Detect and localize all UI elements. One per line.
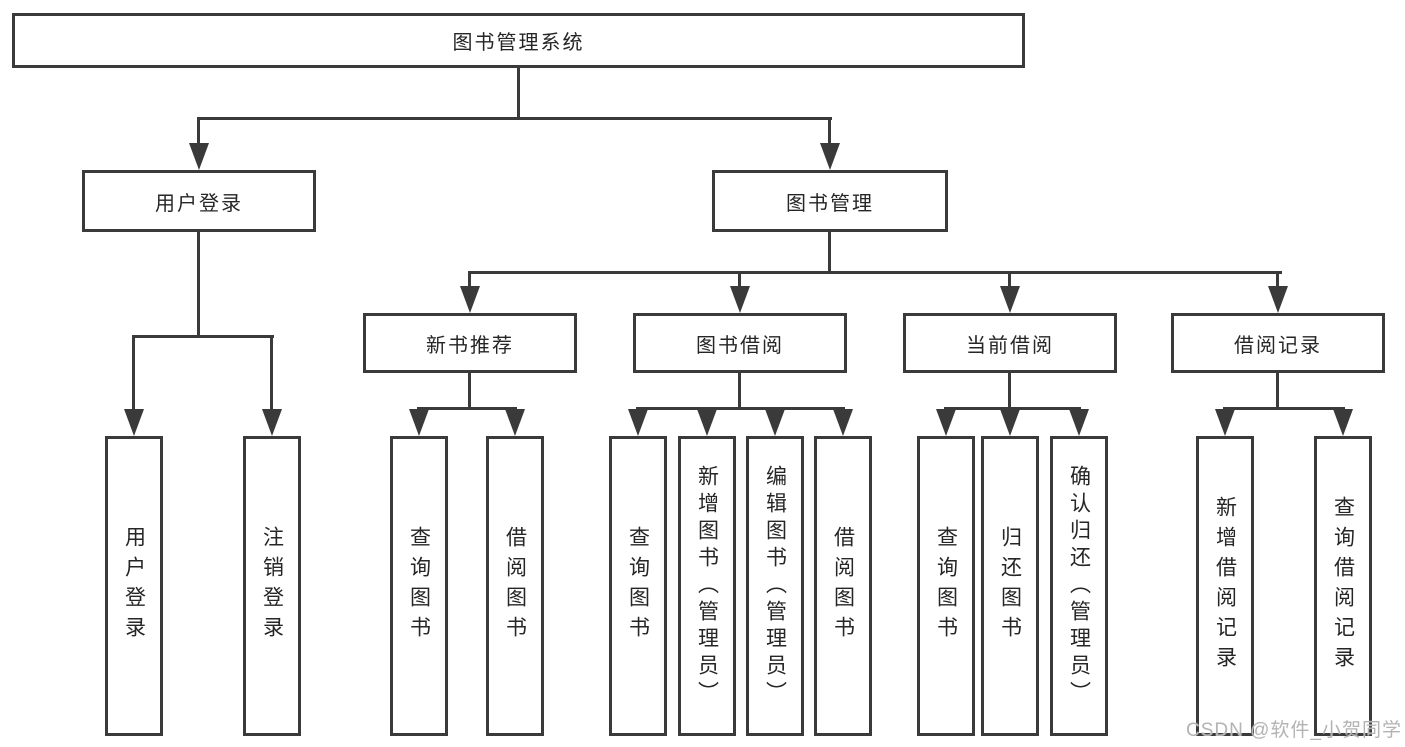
node-current-borrow: 当前借阅 xyxy=(903,313,1117,373)
arrow-down-icon xyxy=(765,409,785,436)
connector-borrowrecord-hline xyxy=(1223,407,1345,410)
connector-stem-book-borrow xyxy=(738,271,741,289)
arrow-down-icon xyxy=(1333,409,1353,436)
connector-bookborrow-drop xyxy=(738,373,741,409)
connector-stem-book-mgmt xyxy=(828,117,831,147)
arrow-down-icon xyxy=(1000,286,1020,313)
node-new-book-recommend: 新书推荐 xyxy=(363,313,577,373)
arrow-down-icon xyxy=(730,286,750,313)
leaf-borrow-add-book-admin: 新增图书（管理员） xyxy=(678,436,736,736)
arrow-down-icon xyxy=(1069,409,1089,436)
connector-newbook-drop xyxy=(468,373,471,409)
leaf-current-confirm-return-admin: 确认归还（管理员） xyxy=(1050,436,1108,736)
node-root-library-system: 图书管理系统 xyxy=(12,13,1025,68)
arrow-down-icon xyxy=(505,409,525,436)
arrow-down-icon xyxy=(628,409,648,436)
leaf-current-return-book: 归还图书 xyxy=(981,436,1039,736)
arrow-down-icon xyxy=(936,409,956,436)
connector-level1-hline xyxy=(197,117,832,120)
leaf-logout: 注销登录 xyxy=(243,436,301,736)
connector-stem-new-book xyxy=(468,271,471,289)
arrow-down-icon xyxy=(1268,286,1288,313)
node-borrow-record: 借阅记录 xyxy=(1171,313,1385,373)
connector-login-drop xyxy=(197,232,200,337)
connector-mgmt-drop xyxy=(828,232,831,273)
connector-bookborrow-hline xyxy=(636,407,845,410)
connector-root-drop xyxy=(517,68,520,119)
arrow-down-icon xyxy=(460,286,480,313)
leaf-user-login: 用户登录 xyxy=(105,436,163,736)
leaf-borrow-borrow-book: 借阅图书 xyxy=(814,436,872,736)
connector-stem-borrow-record xyxy=(1276,271,1279,289)
leaf-newbook-borrow-book: 借阅图书 xyxy=(486,436,544,736)
connector-stem-user-login xyxy=(197,117,200,147)
csdn-watermark: CSDN @软件_小贺同学 xyxy=(1186,720,1402,741)
arrow-down-icon xyxy=(1215,409,1235,436)
node-book-borrow: 图书借阅 xyxy=(633,313,847,373)
connector-stem-leaf-logout xyxy=(270,335,273,413)
arrow-down-icon xyxy=(1000,409,1020,436)
arrow-down-icon xyxy=(262,409,282,436)
connector-login-hline xyxy=(132,335,274,338)
arrow-down-icon xyxy=(124,409,144,436)
leaf-newbook-query-book: 查询图书 xyxy=(390,436,448,736)
node-user-login: 用户登录 xyxy=(82,170,316,232)
leaf-borrow-query-book: 查询图书 xyxy=(609,436,667,736)
connector-level3-hline xyxy=(468,271,1282,274)
arrow-down-icon xyxy=(833,409,853,436)
leaf-current-query-book: 查询图书 xyxy=(917,436,975,736)
connector-borrowrecord-drop xyxy=(1276,373,1279,409)
arrow-down-icon xyxy=(697,409,717,436)
connector-newbook-hline xyxy=(417,407,517,410)
arrow-down-icon xyxy=(409,409,429,436)
leaf-record-add-record: 新增借阅记录 xyxy=(1196,436,1254,736)
leaf-record-query-record: 查询借阅记录 xyxy=(1314,436,1372,736)
arrow-down-icon xyxy=(820,143,840,170)
connector-currentborrow-hline xyxy=(944,407,1081,410)
connector-currentborrow-drop xyxy=(1008,373,1011,409)
connector-stem-current-borrow xyxy=(1008,271,1011,289)
arrow-down-icon xyxy=(189,143,209,170)
leaf-borrow-edit-book-admin: 编辑图书（管理员） xyxy=(746,436,804,736)
connector-stem-leaf-login xyxy=(132,335,135,413)
node-book-management: 图书管理 xyxy=(712,170,948,232)
